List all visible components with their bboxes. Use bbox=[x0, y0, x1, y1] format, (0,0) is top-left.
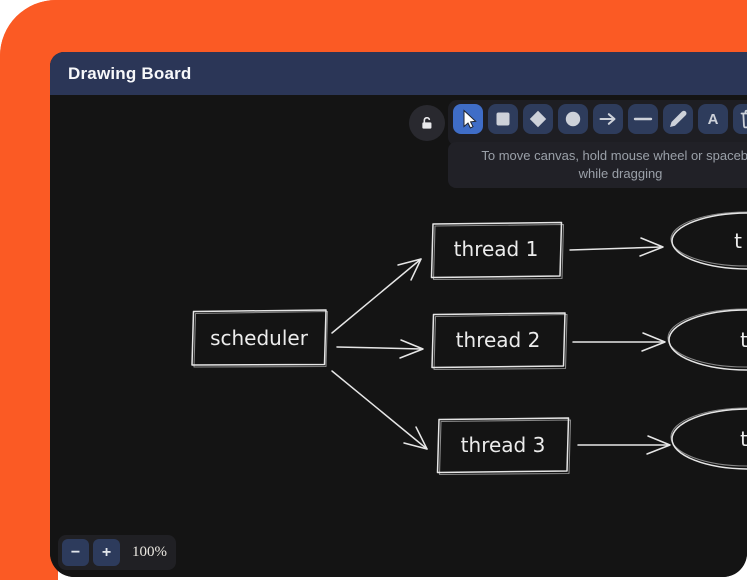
zoom-controls: − + 100% bbox=[58, 535, 176, 570]
tool-rectangle-button[interactable] bbox=[488, 104, 518, 134]
node-label: thread 3 bbox=[461, 433, 546, 457]
node-label: t bbox=[740, 328, 747, 352]
line-icon bbox=[633, 117, 653, 121]
edge-scheduler-thread-2[interactable] bbox=[336, 339, 424, 359]
node-label: scheduler bbox=[210, 326, 309, 350]
node-thread-3[interactable]: thread 3 bbox=[436, 417, 572, 476]
node-label: thread 2 bbox=[456, 328, 541, 352]
diamond-icon bbox=[529, 110, 547, 128]
node-ellipse-3[interactable]: t bbox=[670, 407, 747, 470]
lock-button[interactable] bbox=[409, 105, 445, 141]
node-label: thread 1 bbox=[454, 237, 539, 261]
edge-thread-1-ellipse-1[interactable] bbox=[569, 237, 664, 257]
diagram-layer: scheduler thread 1 thread 2 bbox=[191, 211, 747, 476]
tool-draw-button[interactable] bbox=[663, 104, 693, 134]
pencil-icon bbox=[670, 110, 687, 127]
node-ellipse-2[interactable]: t bbox=[667, 308, 747, 371]
node-label: t bbox=[740, 427, 747, 451]
circle-icon bbox=[565, 111, 581, 127]
edge-scheduler-thread-1[interactable] bbox=[331, 258, 422, 334]
tool-text-button[interactable]: A bbox=[698, 104, 728, 134]
canvas-hint-line2: while dragging bbox=[578, 166, 663, 181]
text-tool-icon: A bbox=[707, 110, 719, 128]
node-label: t bbox=[734, 229, 742, 253]
toolbar: A bbox=[448, 100, 747, 146]
tool-delete-button[interactable] bbox=[733, 104, 747, 134]
canvas-hint: To move canvas, hold mouse wheel or spac… bbox=[448, 142, 747, 188]
edge-thread-2-ellipse-2[interactable] bbox=[572, 332, 666, 352]
tool-line-button[interactable] bbox=[628, 104, 658, 134]
square-icon bbox=[496, 112, 510, 126]
zoom-in-button[interactable]: + bbox=[93, 539, 120, 566]
window-title: Drawing Board bbox=[68, 63, 192, 83]
tool-ellipse-button[interactable] bbox=[558, 104, 588, 134]
canvas-hint-line1: To move canvas, hold mouse wheel or spac… bbox=[481, 148, 747, 163]
edge-thread-3-ellipse-3[interactable] bbox=[577, 435, 671, 455]
zoom-level[interactable]: 100% bbox=[132, 544, 167, 560]
trash-icon bbox=[740, 109, 747, 129]
node-scheduler[interactable]: scheduler bbox=[191, 309, 329, 368]
drawing-canvas[interactable]: scheduler thread 1 thread 2 bbox=[50, 95, 747, 577]
cursor-icon bbox=[463, 109, 477, 129]
tool-arrow-button[interactable] bbox=[593, 104, 623, 134]
node-ellipse-1[interactable]: t bbox=[670, 211, 747, 270]
unlock-icon bbox=[421, 116, 431, 129]
title-bar: Drawing Board bbox=[50, 52, 747, 95]
node-thread-1[interactable]: thread 1 bbox=[430, 221, 565, 281]
tool-selection-button[interactable] bbox=[453, 104, 483, 134]
tool-diamond-button[interactable] bbox=[523, 104, 553, 134]
node-thread-2[interactable]: thread 2 bbox=[431, 312, 568, 371]
edge-scheduler-thread-3[interactable] bbox=[331, 370, 428, 450]
zoom-out-button[interactable]: − bbox=[62, 539, 89, 566]
arrow-icon bbox=[599, 113, 616, 125]
app-window: Drawing Board scheduler thread 1 bbox=[50, 52, 747, 577]
